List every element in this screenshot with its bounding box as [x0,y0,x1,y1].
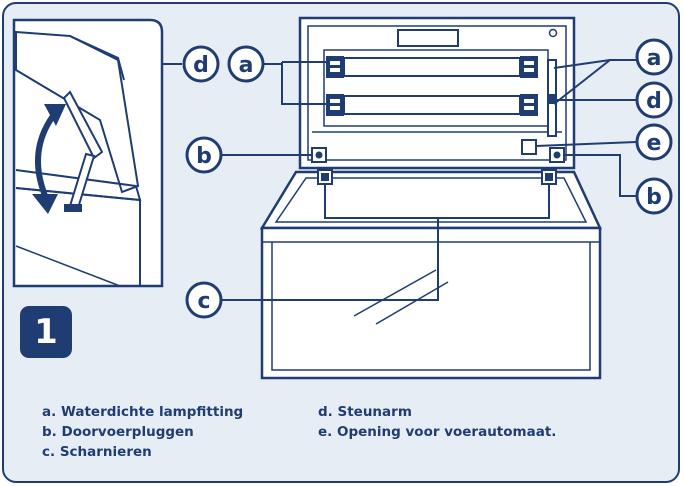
svg-text:c: c [197,289,210,314]
leader-lines [222,59,637,301]
inset-detail-panel [12,18,182,288]
legend-left-column: a. Waterdichte lampfitting b. Doorvoerpl… [42,402,243,462]
hood-lid [298,16,576,170]
callout-e-right: e [635,123,673,161]
callout-b-right: b [635,177,673,215]
callout-a-right: a [635,38,673,76]
legend-item-a: a. Waterdichte lampfitting [42,404,244,420]
svg-text:d: d [646,89,662,114]
svg-text:d: d [193,53,209,78]
callout-d-right: d [635,81,673,119]
svg-text:b: b [646,185,662,210]
legend-item-e: e. Opening voor voerautomaat. [318,424,557,440]
callout-b-left: b [185,136,223,174]
tank-body [259,169,602,380]
svg-text:e: e [647,131,662,156]
legend-right-column: d. Steunarm e. Opening voor voerautomaat… [318,402,556,442]
callout-d-left: d [182,45,220,83]
svg-text:a: a [239,53,254,78]
callout-c-left: c [185,281,223,319]
legend-item-d: d. Steunarm [318,404,412,420]
svg-text:a: a [647,46,662,71]
svg-text:b: b [196,144,212,169]
callout-a-left: a [227,45,265,83]
legend-item-c: c. Scharnieren [42,444,152,460]
legend-item-b: b. Doorvoerpluggen [42,424,194,440]
figure-number-badge: 1 [20,306,72,358]
